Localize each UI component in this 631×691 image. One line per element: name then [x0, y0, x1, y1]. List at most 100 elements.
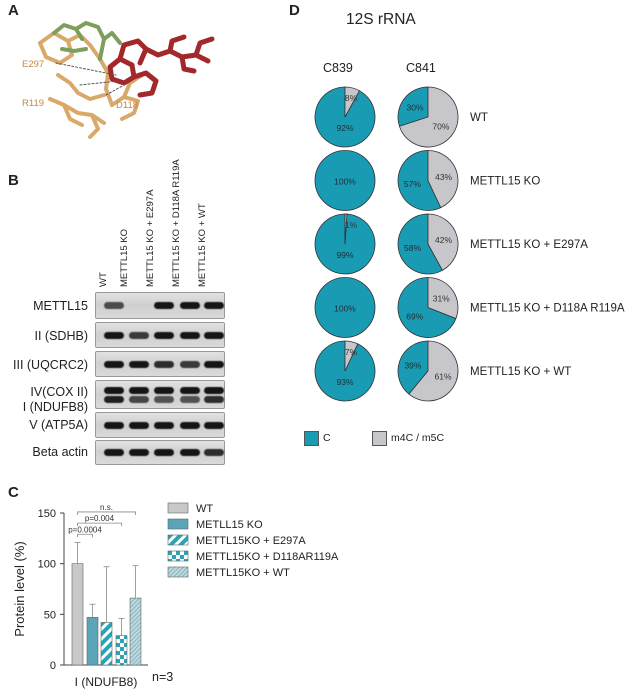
pie-slice-c [397, 213, 443, 275]
pie-label-c: 57% [404, 179, 421, 189]
pie-label-m: 8% [345, 93, 358, 103]
pie-slice-c [397, 150, 442, 211]
panel-label-a: A [8, 2, 19, 19]
blot-band [180, 421, 200, 429]
residue-label-r119: R119 [22, 98, 44, 109]
legend-label: METTL15KO + E297A [196, 535, 306, 547]
lane-label: WT [98, 272, 109, 287]
n-label: n=3 [152, 670, 173, 684]
pie-row-label: WT [470, 112, 488, 124]
pie-label-m: 31% [433, 294, 450, 304]
significance-label: p=0.0004 [68, 525, 102, 534]
lane-label: METTL15 KO + WT [197, 203, 208, 287]
pie-slice-m [344, 213, 348, 245]
blot-band [129, 360, 149, 368]
blot-band [154, 421, 174, 429]
blot-band [180, 396, 200, 403]
legend-label-c: C [323, 432, 331, 444]
blot-band [154, 387, 174, 394]
pie-label-c: 92% [336, 123, 353, 133]
pie-slice-c [314, 150, 376, 211]
panel-label-c: C [8, 484, 19, 501]
significance-bracket [77, 522, 122, 527]
blot-band [104, 421, 124, 429]
blot-row-label: IV(COX II) [30, 385, 88, 399]
blot-row-label: METTL15 [33, 299, 88, 313]
pie-slice-c [314, 277, 376, 338]
blot-band [154, 302, 174, 309]
blot-band [104, 449, 124, 456]
legend-label-m: m4C / m5C [391, 432, 445, 444]
pie-row-label: METTL15 KO + E297A [470, 239, 588, 251]
blot-band [204, 331, 224, 339]
blot-band [129, 421, 149, 429]
pie-label-m: 43% [435, 172, 452, 182]
blot-row-label: II (SDHB) [34, 329, 88, 343]
pie-slice-m [427, 150, 459, 209]
pie-label-c: 99% [336, 250, 353, 260]
legend-swatch [167, 518, 189, 530]
pie-label-c: 39% [404, 361, 421, 371]
blot-row-label: III (UQCRC2) [13, 358, 88, 372]
blot-band [180, 449, 200, 456]
blot-strip [95, 412, 225, 438]
pie-row-label: METTL15 KO + WT [470, 366, 571, 378]
pie-label-c: 93% [336, 377, 353, 387]
pie-label-m: 42% [435, 235, 452, 245]
pie-title: 12S rRNA [346, 11, 416, 28]
pie-slice-m [427, 213, 459, 271]
y-tick-label: 150 [38, 508, 56, 520]
pie-slice-m [398, 86, 459, 148]
significance-label: n.s. [100, 503, 113, 512]
y-tick-label: 0 [50, 660, 56, 672]
blot-band [154, 396, 174, 403]
legend-label: METLL15 KO [196, 519, 263, 531]
blot-band [204, 302, 224, 309]
legend-swatch [167, 502, 189, 514]
legend-label: METTL15KO + WT [196, 567, 290, 579]
significance-bracket [77, 511, 136, 515]
lane-label: METTL15 KO + D118A R119A [171, 159, 182, 287]
blot-band [129, 387, 149, 394]
pie-label-m: 61% [435, 371, 452, 381]
blot-strip [95, 322, 225, 348]
lane-label: METTL15 KO + E297A [145, 189, 156, 287]
significance-label: p=0.004 [85, 514, 115, 523]
legend-swatch-m [372, 431, 387, 446]
panel-label-b: B [8, 172, 19, 189]
residue-label-d118: D118 [116, 100, 138, 111]
blot-band [104, 360, 124, 368]
blot-band [204, 360, 224, 368]
column-header-c839: C839 [323, 61, 353, 75]
blot-band [154, 449, 174, 456]
y-axis-label: Protein level (%) [12, 541, 27, 636]
blot-band [104, 396, 124, 403]
blot-band [129, 396, 149, 403]
pie-slice-m [427, 277, 459, 320]
legend-swatch [167, 534, 189, 546]
pie-label-m: 1% [345, 220, 358, 230]
panel-label-d: D [289, 2, 300, 19]
structure-image: E297 R119 D118 [22, 21, 215, 139]
blot-band [180, 387, 200, 394]
legend-label: WT [196, 503, 213, 515]
significance-bracket [77, 533, 93, 538]
blot-band [104, 331, 124, 339]
pie-label-c: 69% [406, 311, 423, 321]
blot-band [180, 331, 200, 339]
column-header-c841: C841 [406, 61, 436, 75]
blot-row-label: Beta actin [32, 445, 88, 459]
blot-strip [95, 351, 225, 377]
pie-slice-c [397, 277, 457, 338]
pie-label-c: 30% [407, 103, 424, 113]
blot-band [204, 449, 224, 456]
legend-swatch [167, 566, 189, 578]
blot-strip [95, 380, 225, 409]
y-tick-label: 50 [44, 609, 56, 621]
bar [71, 563, 84, 666]
blot-band [104, 302, 124, 309]
pie-label-m: 70% [432, 121, 449, 131]
legend-swatch-c [304, 431, 319, 446]
blot-band [180, 302, 200, 309]
